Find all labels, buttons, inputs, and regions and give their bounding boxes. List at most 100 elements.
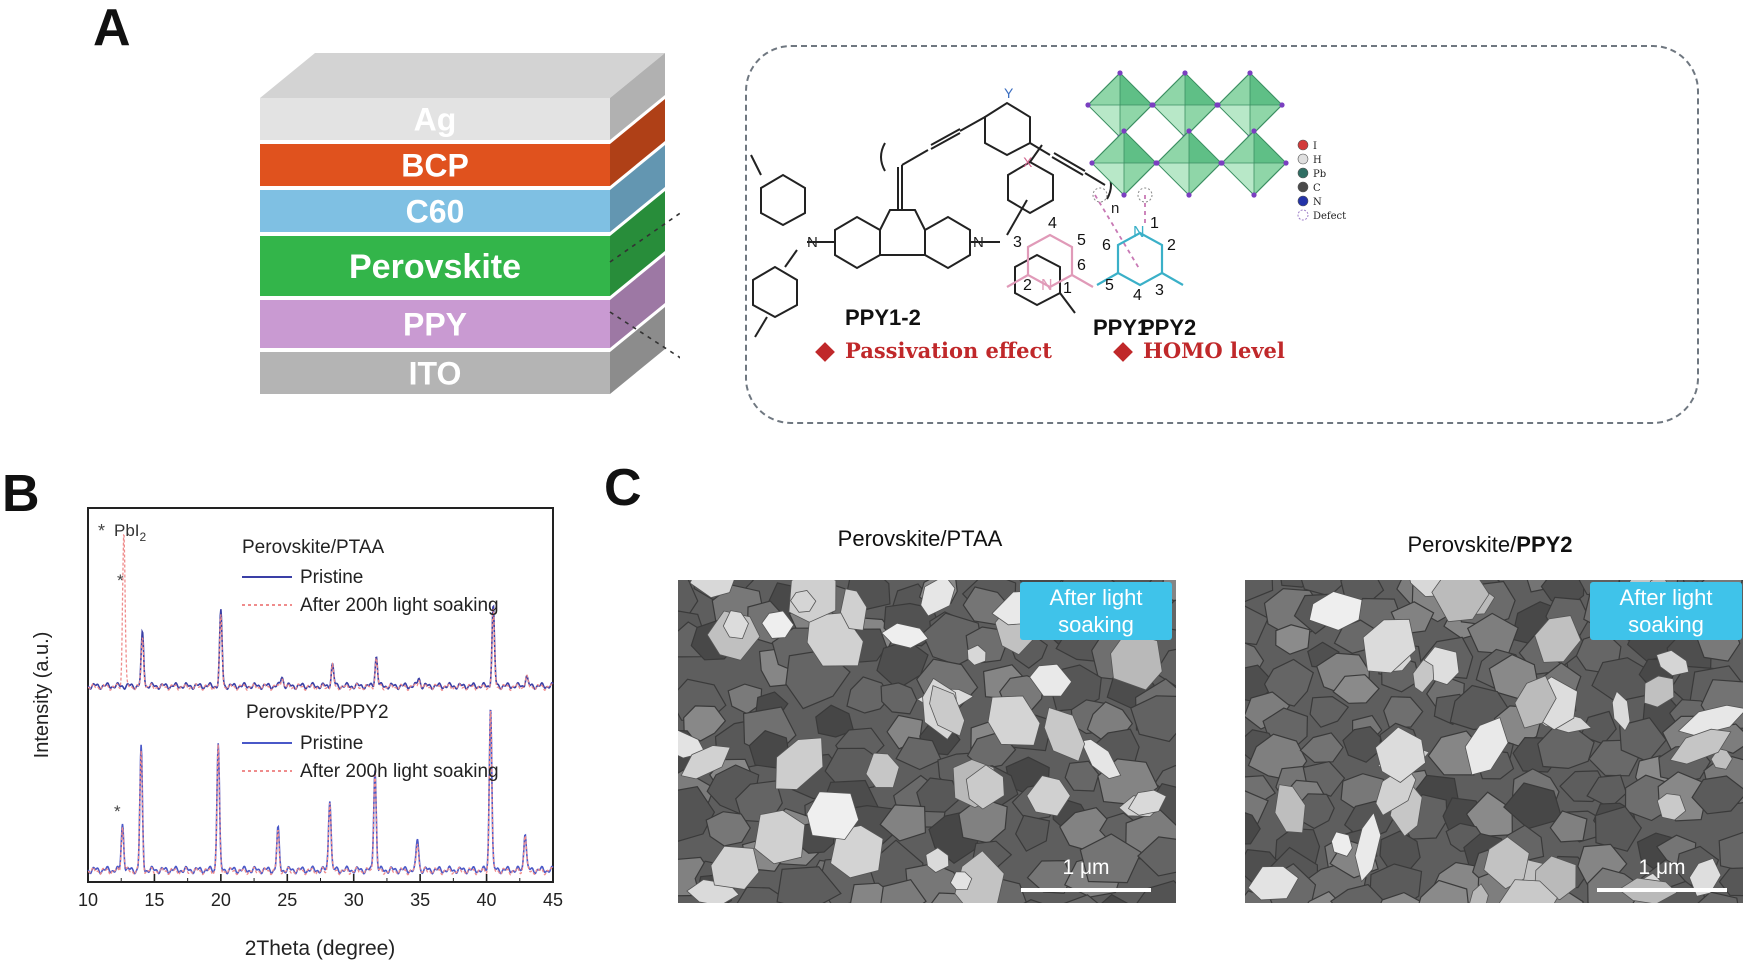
amine-n-right: N bbox=[973, 234, 984, 251]
layer-side-face bbox=[610, 191, 665, 296]
sem-caption-ppy2-bold: PPY2 bbox=[1516, 532, 1573, 557]
ppy2-structure bbox=[1096, 231, 1184, 287]
ppy1-pos-1: 1 bbox=[1063, 280, 1072, 297]
layer-label: C60 bbox=[406, 194, 465, 230]
legend-atom-label: H bbox=[1313, 155, 1322, 166]
scalebar-ppy2 bbox=[1597, 888, 1727, 892]
legend-atom-label: C bbox=[1313, 183, 1321, 194]
legend-ptaa-soaked: After 200h light soaking bbox=[300, 595, 499, 616]
layer-front-face bbox=[260, 190, 610, 232]
zoom-line-top bbox=[609, 212, 680, 263]
trace-ptaa-soaked bbox=[87, 533, 554, 692]
y-axis-label: Intensity (a.u.) bbox=[31, 632, 53, 759]
legend-ppy2-pristine: Pristine bbox=[300, 733, 363, 754]
layer-bcp: BCP bbox=[260, 99, 665, 186]
legend-atom-label: Pb bbox=[1313, 169, 1326, 180]
legend-atom-icon bbox=[1297, 181, 1309, 193]
perovskite-lattice bbox=[1085, 70, 1289, 203]
legend-ppy2-soaked: After 200h light soaking bbox=[300, 761, 499, 782]
ppy1-pos-6: 6 bbox=[1077, 257, 1086, 274]
legend-atom-label: I bbox=[1313, 141, 1317, 152]
pbi2-legend: PbI2 bbox=[114, 521, 147, 544]
layer-label: PPY bbox=[403, 307, 467, 343]
ppy2-pos-6: 6 bbox=[1102, 237, 1111, 254]
ppy1-pos-2: 2 bbox=[1023, 277, 1032, 294]
octahedron bbox=[1089, 128, 1159, 198]
layer-front-face bbox=[260, 144, 610, 186]
pbi2-peak-marker-ppy2: * bbox=[114, 802, 121, 821]
legend-title-ptaa: Perovskite/PTAA bbox=[242, 537, 385, 558]
ppy1-pos-4: 4 bbox=[1048, 215, 1057, 232]
layer-front-face bbox=[260, 352, 610, 394]
scale-text-ppy2: 1 μm bbox=[1638, 856, 1686, 879]
polymer-label: PPY1-2 bbox=[845, 305, 921, 330]
ppy2-label: PPY2 bbox=[1140, 315, 1196, 340]
feature-passivation: Passivation effect bbox=[845, 338, 1052, 363]
defect-site-2 bbox=[1137, 187, 1153, 203]
layer-side-face bbox=[610, 53, 665, 140]
layer-ito: ITO bbox=[260, 307, 665, 394]
scalebar-ptaa bbox=[1021, 888, 1151, 892]
x-tick-label: 15 bbox=[144, 890, 164, 910]
sem-tag-ptaa: After light soaking bbox=[1020, 582, 1172, 640]
ppy1-structure bbox=[1006, 233, 1094, 289]
layer-label: ITO bbox=[409, 356, 462, 392]
trace-ptaa-pristine bbox=[87, 604, 554, 691]
feature-homo: HOMO level bbox=[1143, 338, 1285, 363]
pbi2-legend-subscript: 2 bbox=[140, 530, 147, 544]
layer-front-face bbox=[260, 98, 610, 140]
panel-label-c: C bbox=[604, 459, 642, 517]
layer-side-face bbox=[610, 307, 665, 394]
ppy1-label: PPY1 bbox=[1093, 315, 1149, 340]
x-tick-label: 10 bbox=[78, 890, 98, 910]
homo-bullet-icon bbox=[1113, 342, 1133, 362]
x-tick-label: 20 bbox=[211, 890, 231, 910]
legend-ptaa-pristine: Pristine bbox=[300, 567, 363, 588]
repeat-n: n bbox=[1111, 200, 1119, 217]
sem-tag-ppy2: After light soaking bbox=[1590, 582, 1742, 640]
scale-text-ptaa: 1 μm bbox=[1062, 856, 1110, 879]
x-axis-label: 2Theta (degree) bbox=[245, 937, 396, 960]
layer-front-face bbox=[260, 236, 610, 296]
octahedron bbox=[1085, 70, 1155, 140]
legend-atom-icon bbox=[1297, 167, 1309, 179]
legend-atom-icon bbox=[1297, 139, 1309, 151]
legend-atom-label: Defect bbox=[1313, 211, 1346, 222]
layer-label: BCP bbox=[401, 148, 469, 184]
legend-atom-label: N bbox=[1313, 197, 1322, 208]
layer-c60: C60 bbox=[260, 145, 665, 232]
legend-atom-icon bbox=[1297, 195, 1309, 207]
layer-side-face bbox=[610, 99, 665, 186]
layer-ppy: PPY bbox=[260, 255, 665, 348]
panel-label-a: A bbox=[93, 0, 131, 57]
octahedron bbox=[1219, 128, 1289, 198]
panel-label-b: B bbox=[2, 465, 40, 523]
ppy2-pos-4: 4 bbox=[1133, 287, 1142, 304]
defect-site-1 bbox=[1092, 187, 1108, 203]
sem-caption-ppy2-prefix: Perovskite/ bbox=[1407, 532, 1517, 557]
legend-title-ppy2: Perovskite/PPY2 bbox=[246, 702, 389, 723]
ppy1-interaction bbox=[1094, 194, 1141, 271]
ppy2-pos-1: 1 bbox=[1150, 215, 1159, 232]
layer-side-face bbox=[610, 255, 665, 348]
layer-perovskite: Perovskite bbox=[260, 191, 665, 296]
legend-atom-icon bbox=[1297, 153, 1309, 165]
ppy2-pos-2: 2 bbox=[1167, 237, 1176, 254]
octahedron bbox=[1154, 128, 1224, 198]
octahedron bbox=[1150, 70, 1220, 140]
x-tick-label: 30 bbox=[344, 890, 364, 910]
trace-ppy2-soaked bbox=[88, 710, 554, 876]
x-tick-label: 45 bbox=[543, 890, 563, 910]
substituent-y: Y bbox=[1004, 85, 1014, 101]
sem-caption-ppy2: Perovskite/PPY2 bbox=[1340, 532, 1640, 558]
pbi2-legend-text: PbI bbox=[114, 521, 140, 540]
sem-image-ptaa: After light soaking 1 μm bbox=[678, 580, 1176, 903]
x-tick-label: 40 bbox=[477, 890, 497, 910]
layer-label: Ag bbox=[414, 102, 457, 138]
plot-frame bbox=[87, 507, 554, 883]
layer-ag: Ag bbox=[260, 53, 665, 140]
